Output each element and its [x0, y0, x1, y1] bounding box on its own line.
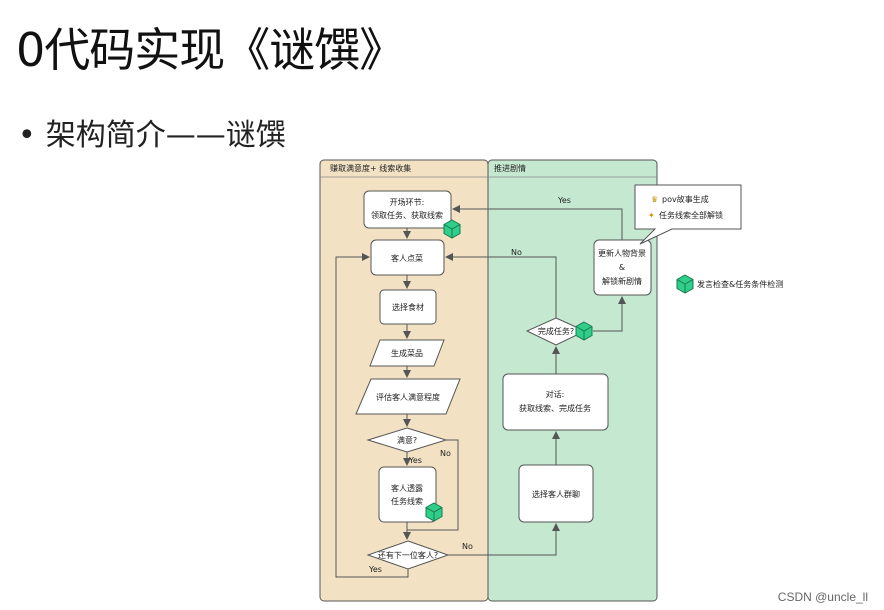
- node-task-done-label: 完成任务?: [538, 326, 574, 336]
- callout-line1: pov故事生成: [662, 194, 709, 204]
- check-cube-icon: [575, 321, 593, 341]
- node-evaluate-label: 评估客人满意程度: [376, 392, 440, 402]
- node-opening: [363, 190, 452, 229]
- watermark: CSDN @uncle_ll: [777, 590, 868, 604]
- node-ingredients-label: 选择食材: [392, 302, 424, 312]
- node-reveal-line1: 客人透露: [391, 483, 423, 493]
- node-ingredients: [379, 289, 437, 325]
- legend-cube-icon: [676, 274, 694, 294]
- edge-label-no-next: No: [462, 542, 473, 551]
- edge-label-yes-next: Yes: [368, 565, 382, 574]
- node-group-chat-label: 选择客人群聊: [532, 489, 580, 499]
- slide-title: 0代码实现《谜馔》: [16, 23, 405, 77]
- node-opening-line2: 领取任务、获取线索: [371, 210, 443, 220]
- bullet-text: 架构简介——谜馔: [45, 118, 286, 153]
- node-update-line1: 更新人物背景: [598, 248, 646, 258]
- node-reveal-line2: 任务线索: [391, 496, 423, 506]
- node-evaluate: [355, 378, 461, 415]
- check-cube-icon: [443, 219, 461, 239]
- edge-label-yes-satisfied: Yes: [408, 456, 422, 465]
- callout-bubble: [634, 184, 742, 245]
- node-satisfied-label: 满意?: [397, 435, 417, 445]
- bullet-dot-icon: •: [18, 118, 36, 153]
- edge-label-yes-top: Yes: [557, 196, 571, 205]
- node-opening-line1: 开场环节:: [390, 198, 425, 207]
- node-task-done: [525, 317, 587, 346]
- node-update-line2: &: [619, 263, 625, 272]
- unlock-icon: ✦: [648, 211, 655, 220]
- trophy-icon: ♛: [651, 195, 658, 204]
- lane-left-title: 赚取满意度+ 线索收集: [330, 163, 411, 173]
- node-dialog-line2: 获取线索、完成任务: [519, 403, 591, 413]
- node-dialog-line1: 对话:: [546, 389, 565, 399]
- node-next-guest-label: 还有下一位客人?: [378, 550, 438, 560]
- lane-right-title: 推进剧情: [494, 163, 526, 173]
- legend-label: 发言检查&任务条件检测: [697, 279, 783, 289]
- node-dialog: [502, 373, 609, 431]
- node-update-line3: 解锁新剧情: [602, 276, 642, 286]
- edge-label-no-task: No: [511, 248, 522, 257]
- node-dish-label: 生成菜品: [391, 348, 423, 358]
- callout-line2: 任务线索全部解锁: [659, 210, 723, 220]
- edge-label-no-satisfied: No: [440, 449, 451, 458]
- check-cube-icon: [425, 502, 443, 522]
- node-dish: [369, 339, 445, 367]
- slide-bullet: • 架构简介——谜馔: [18, 110, 286, 154]
- node-order-label: 客人点菜: [391, 253, 423, 263]
